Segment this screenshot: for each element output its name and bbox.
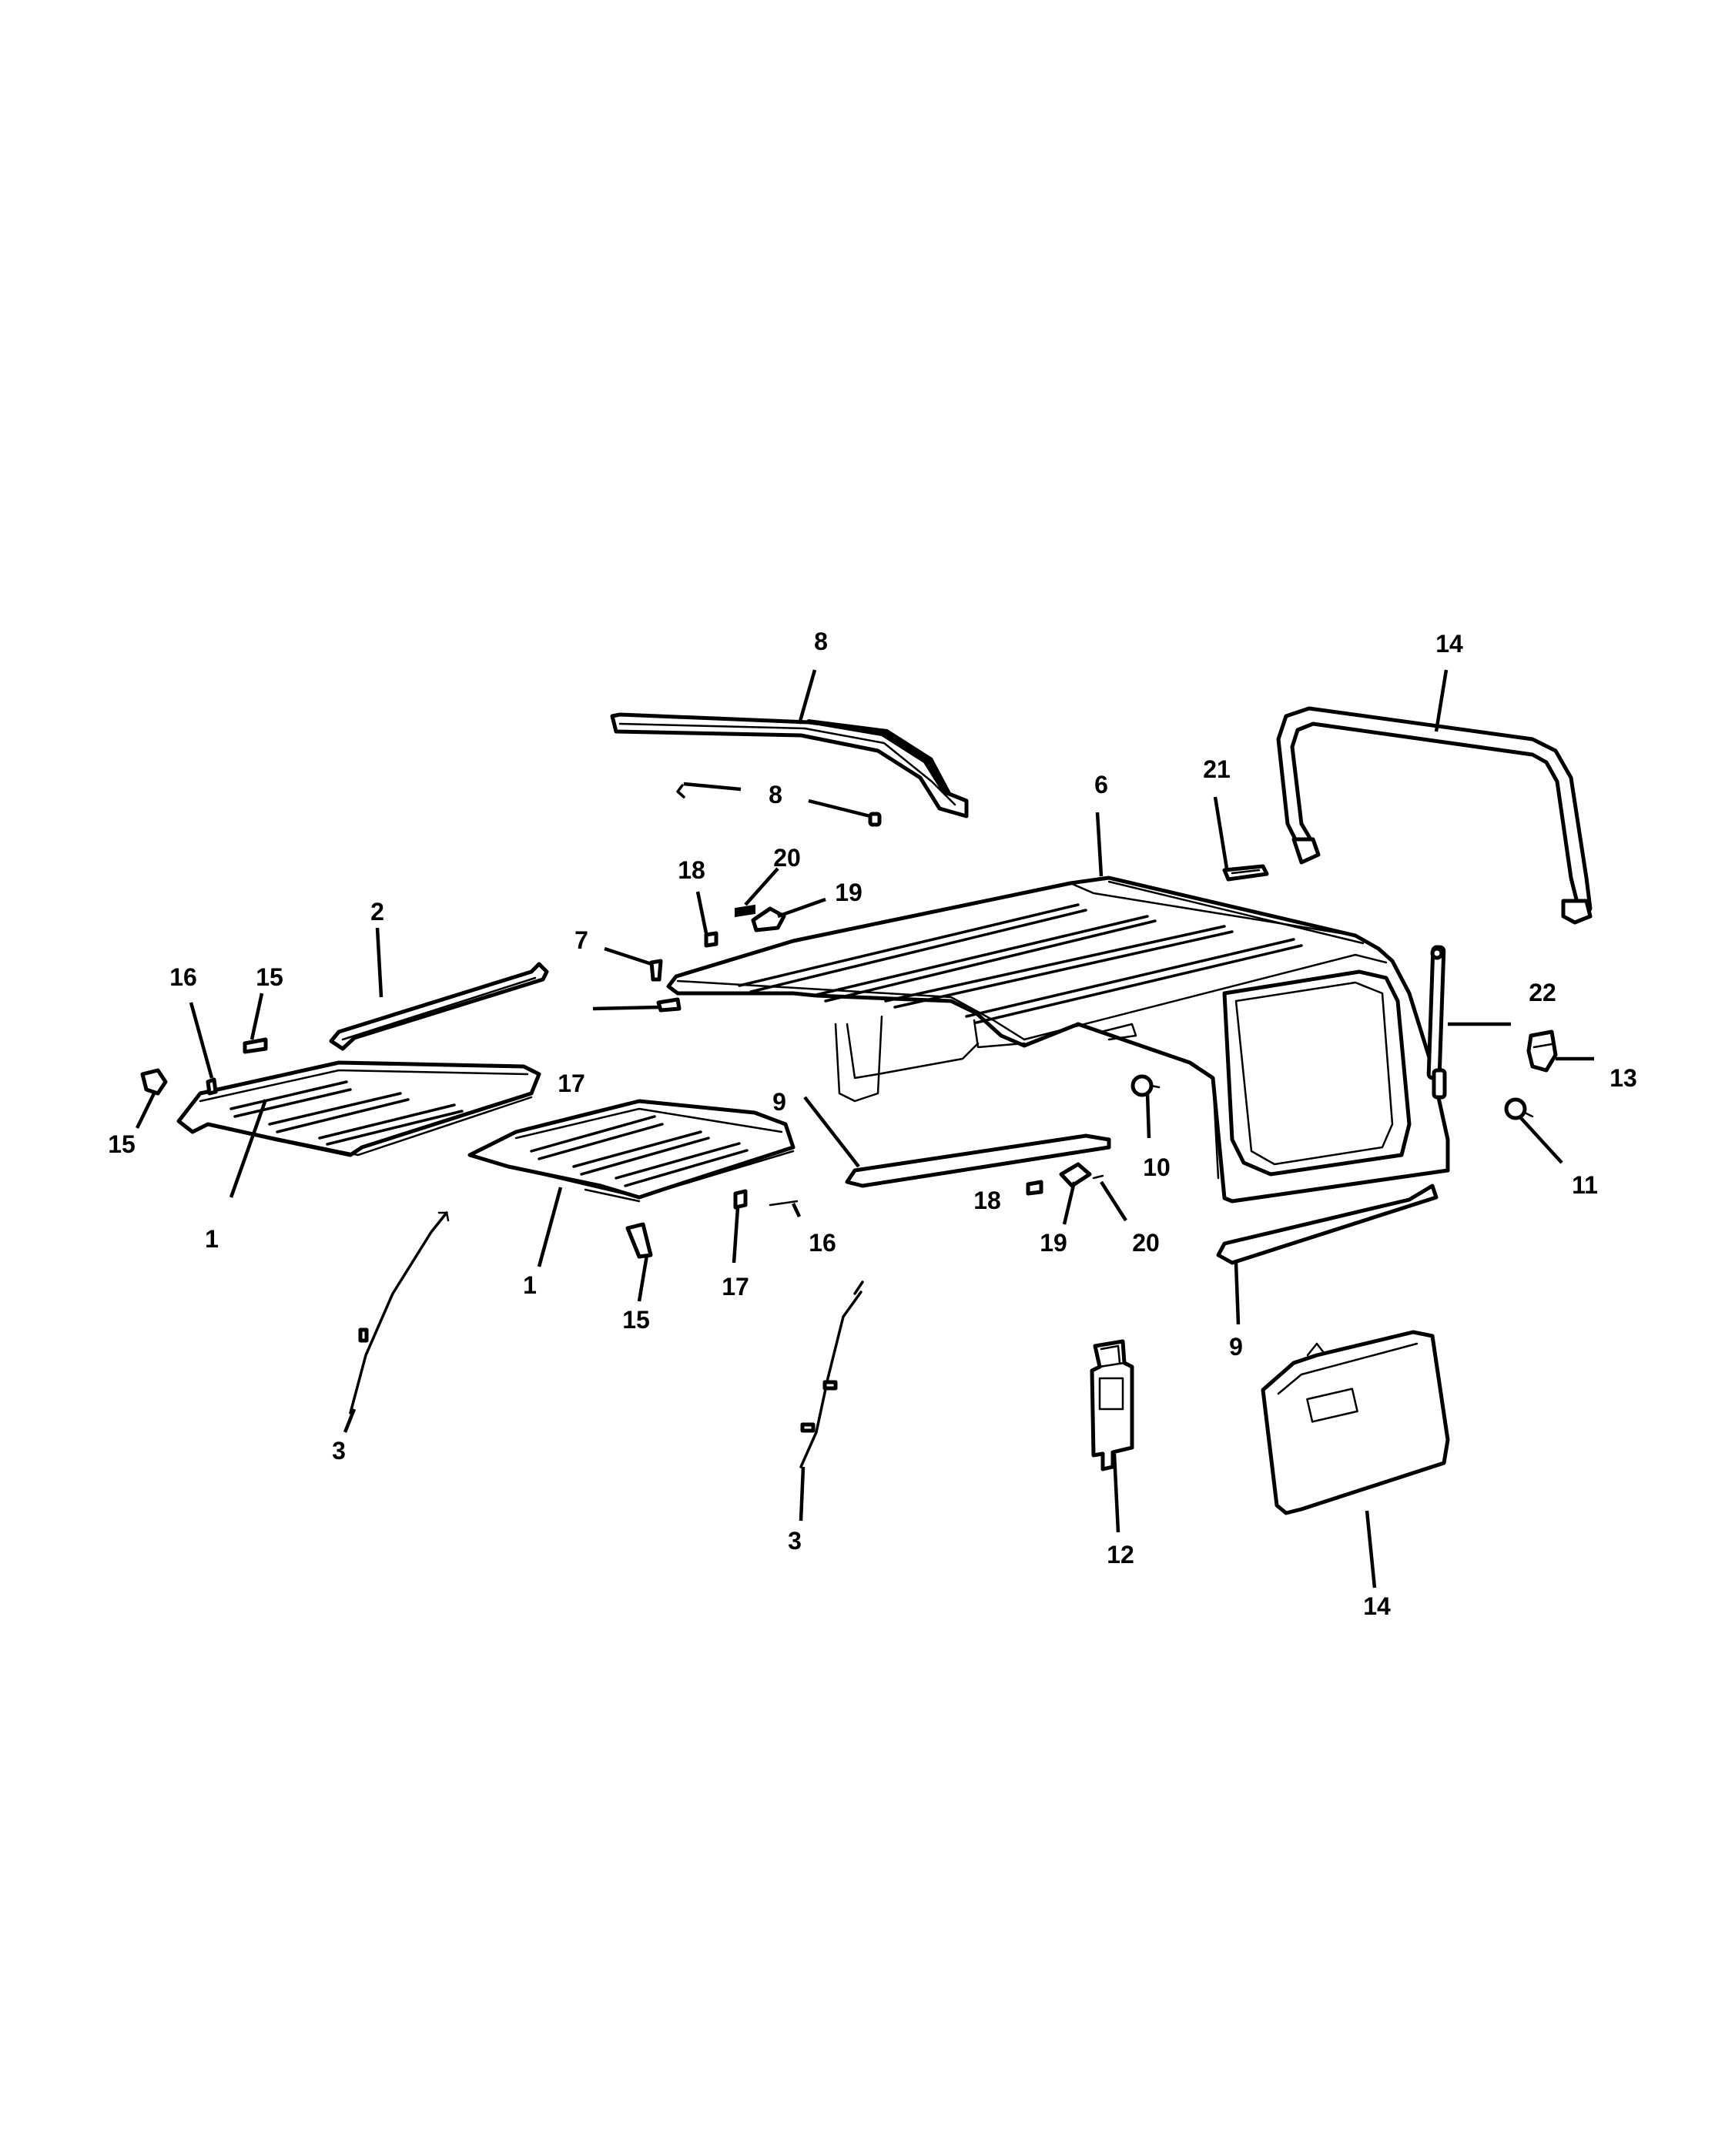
- callout-2: 2: [370, 898, 384, 926]
- part-14-bracket-left[interactable]: [140, 1068, 168, 1096]
- part-10-latch[interactable]: [1526, 1029, 1558, 1073]
- callout-7: 8: [769, 781, 782, 808]
- part-21-retainer[interactable]: [1222, 864, 1269, 882]
- callout-12: 14: [1435, 630, 1463, 658]
- callout-16-right: 16: [809, 1229, 836, 1257]
- leader-lines: [135, 669, 1594, 1589]
- callout-9-right: 11: [1572, 1171, 1598, 1199]
- part-16-pad-left[interactable]: [243, 1037, 268, 1054]
- part-20-pad-lower[interactable]: [1092, 1174, 1104, 1180]
- callout-10: 13: [1609, 1064, 1637, 1092]
- part-19-mount-lower[interactable]: [1059, 1162, 1092, 1188]
- callout-17-main-visible: 17: [558, 1070, 585, 1097]
- part-15-clip-right[interactable]: [733, 1189, 748, 1210]
- part-15-clip-left[interactable]: [206, 1077, 218, 1096]
- callout-8-lower: 9: [1229, 1333, 1243, 1361]
- part-5-bolt[interactable]: [649, 959, 663, 982]
- part-7-clips[interactable]: [676, 784, 882, 827]
- callout-8-upper: 9: [772, 1088, 786, 1116]
- callout-3-left: 3: [332, 1437, 346, 1465]
- part-19-mount-upper[interactable]: [751, 906, 786, 932]
- callout-6: 8: [814, 628, 828, 655]
- callout-1-left: 1: [205, 1225, 219, 1253]
- part-22-gas-strut[interactable]: [1426, 945, 1447, 1100]
- part-8-seal-strip-lower[interactable]: [1216, 1183, 1439, 1265]
- part-9-knob-left[interactable]: [1130, 1074, 1161, 1097]
- part-1-roof-panel-right[interactable]: [467, 1099, 796, 1203]
- callout-3-right: 3: [788, 1527, 802, 1555]
- part-18-clip-upper[interactable]: [704, 931, 718, 948]
- callout-18-lower: 18: [973, 1187, 1001, 1214]
- callout-19-lower: 19: [1040, 1229, 1067, 1257]
- part-9-knob-right[interactable]: [1504, 1097, 1534, 1120]
- callout-20-lower: 20: [1132, 1229, 1160, 1257]
- part-4-hardtop-shell[interactable]: [666, 875, 1450, 1204]
- part-3-harness-left[interactable]: [349, 1211, 450, 1414]
- callout-9-left: 10: [1143, 1153, 1171, 1181]
- part-20-pad-upper[interactable]: [735, 904, 755, 918]
- callout-18-upper: 18: [678, 856, 705, 884]
- part-12-liftgate-seal[interactable]: [1276, 706, 1593, 925]
- part-8-seal-strip-upper[interactable]: [845, 1133, 1111, 1188]
- part-6-windshield-header[interactable]: [610, 712, 969, 819]
- callout-20-upper: 20: [773, 844, 801, 872]
- part-13-window-storage-bag[interactable]: [1261, 1330, 1450, 1515]
- part-11-storage-bag[interactable]: [1090, 1339, 1134, 1471]
- part-3-harness-right[interactable]: [799, 1281, 864, 1468]
- callout-13: 14: [1363, 1592, 1391, 1620]
- callout-4: 6: [1094, 771, 1108, 798]
- callout-22: 22: [1529, 979, 1556, 1006]
- callout-14-right: 15: [622, 1306, 650, 1334]
- part-18-clip-lower[interactable]: [1026, 1180, 1043, 1196]
- callout-19-upper: 19: [835, 879, 862, 906]
- callout-numbers: 8 8 14 6 21 18 20 19 2 7 16 15 22 19 20 …: [108, 628, 1637, 1620]
- part-14-bracket-right[interactable]: [625, 1222, 653, 1259]
- callout-1-right: 1: [523, 1271, 537, 1299]
- callout-16-left: 15: [256, 963, 283, 991]
- callout-11: 12: [1107, 1541, 1134, 1568]
- part-16-pad-right[interactable]: [769, 1200, 799, 1207]
- part-17-fastener[interactable]: [656, 997, 682, 1013]
- callout-15-left: 16: [169, 963, 197, 991]
- part-1-roof-panel-left[interactable]: [176, 1060, 541, 1157]
- callout-14-left: 15: [108, 1130, 136, 1158]
- callout-21: 21: [1203, 755, 1231, 783]
- callout-5: 7: [574, 926, 588, 954]
- part-2-front-header-bar[interactable]: [329, 962, 549, 1051]
- callout-15-right: 17: [722, 1273, 749, 1301]
